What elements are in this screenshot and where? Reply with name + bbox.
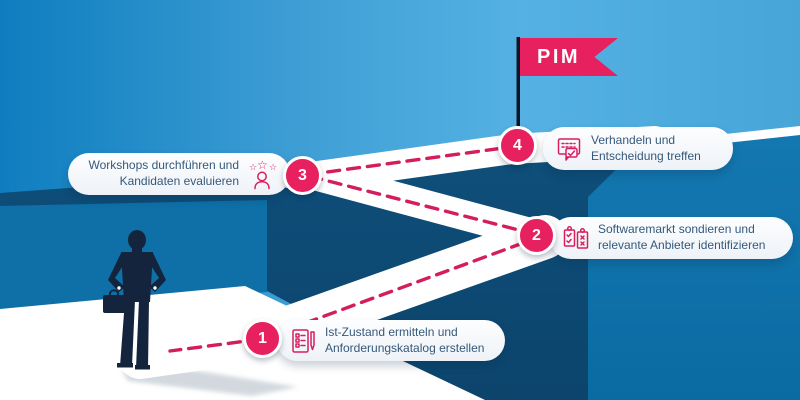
contract-negotiation-icon	[557, 137, 581, 161]
businessman-head	[128, 230, 146, 250]
step-4-number: 4	[513, 136, 522, 154]
businessman-left-foot	[117, 363, 133, 368]
step-1-text: Ist-Zustand ermitteln und Anforderungska…	[325, 325, 484, 357]
step-2-number: 2	[532, 226, 541, 244]
businessman	[103, 230, 166, 370]
step-3-line1: Workshops durchführen und	[88, 158, 239, 173]
step-4-marker: 4	[498, 126, 537, 165]
flag-label: PIM	[537, 45, 581, 68]
businessman-right-foot	[135, 365, 150, 370]
step-2-label-pill: Softwaremarkt sondieren und relevante An…	[550, 217, 793, 259]
left-cuff	[117, 286, 121, 290]
step-1-line1: Ist-Zustand ermitteln und	[325, 324, 458, 339]
step-4-line1: Verhandeln und	[591, 132, 676, 147]
step-3-text: Workshops durchführen und Kandidaten eva…	[88, 158, 239, 190]
svg-text:☆: ☆	[249, 163, 257, 173]
step-1-line2: Anforderungskatalog erstellen	[325, 340, 485, 355]
step-3-label-pill: Workshops durchführen und Kandidaten eva…	[68, 153, 290, 195]
svg-text:☆: ☆	[257, 159, 268, 172]
checklist-pen-icon	[292, 328, 315, 353]
step-2-line2: relevante Anbieter identifizieren	[598, 238, 766, 252]
right-cuff	[153, 286, 157, 290]
candidate-rating-icon: ☆ ☆ ☆	[249, 159, 277, 189]
svg-text:☆: ☆	[269, 163, 277, 173]
briefcase-handle	[109, 289, 119, 296]
far-cliff-face	[587, 132, 800, 400]
step-4-text: Verhandeln und Entscheidung treffen	[591, 133, 701, 165]
step-2-text: Softwaremarkt sondieren und relevante An…	[598, 222, 765, 254]
businessman-torso	[121, 252, 153, 302]
briefcase	[103, 295, 126, 313]
step-2-line1: Softwaremarkt sondieren und	[598, 222, 755, 237]
step-3-line2: Kandidaten evaluieren	[119, 174, 239, 188]
step-2-marker: 2	[517, 216, 556, 255]
businessman-neck	[132, 247, 142, 254]
businessman-left-leg	[120, 300, 135, 366]
step-1-label-pill: Ist-Zustand ermitteln und Anforderungska…	[277, 320, 505, 361]
businessman-left-arm	[108, 253, 128, 292]
clipboards-compare-icon	[563, 225, 589, 249]
step-4-label-pill: Verhandeln und Entscheidung treffen	[543, 127, 733, 170]
businessman-right-leg	[136, 300, 149, 368]
step-3-number: 3	[298, 166, 307, 184]
step-1-number: 1	[258, 329, 267, 347]
step-1-marker: 1	[243, 319, 282, 358]
flag-pole	[516, 37, 520, 132]
step-4-line2: Entscheidung treffen	[591, 148, 701, 163]
step-3-marker: 3	[283, 156, 322, 195]
businessman-right-arm	[146, 253, 166, 292]
